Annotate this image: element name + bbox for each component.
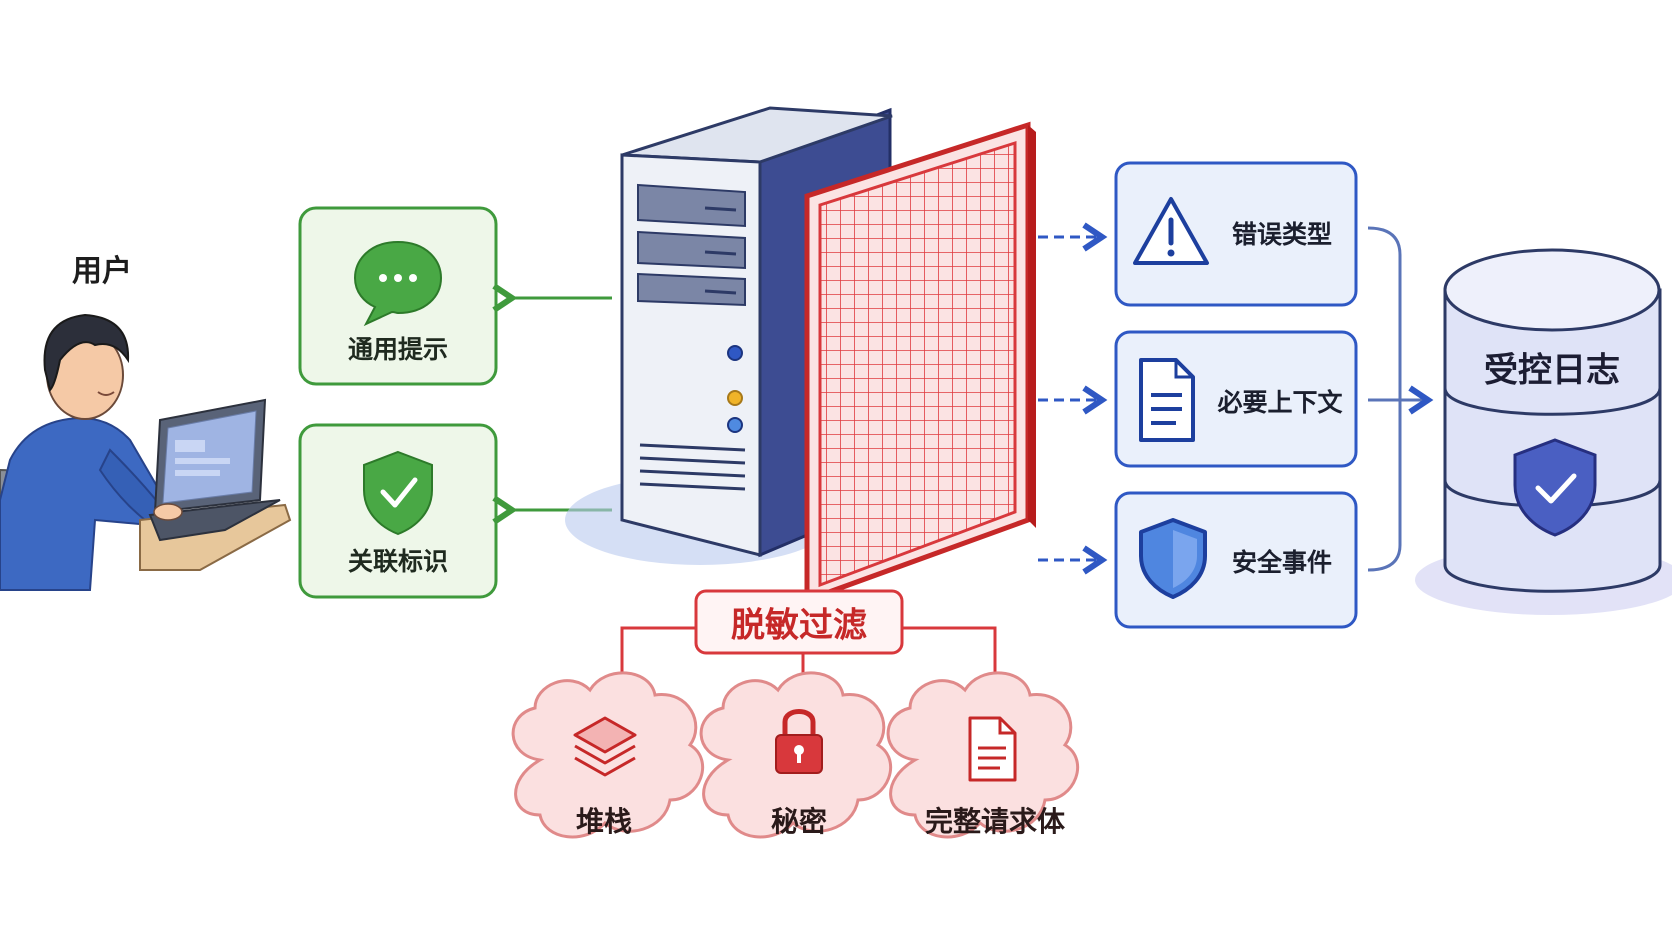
- log-box-context: [1114, 330, 1358, 468]
- log-label-security-event: 安全事件: [1231, 548, 1333, 577]
- output-box-correlation-id: [298, 423, 498, 599]
- user-figure: [0, 313, 292, 591]
- firewall-grid-icon: [804, 121, 1036, 604]
- output-label-generic-hint: 通用提示: [347, 335, 449, 364]
- shield-icon: [1139, 518, 1207, 599]
- lock-icon: [775, 709, 823, 774]
- chat-bubble-icon: [353, 240, 443, 327]
- log-box-security-event: [1114, 491, 1358, 629]
- filtered-label-secret: 秘密: [770, 805, 828, 838]
- output-label-correlation-id: 关联标识: [347, 547, 449, 576]
- cloud-secret: [699, 671, 893, 839]
- cloud-stack: [511, 671, 705, 839]
- log-box-error-type: [1114, 161, 1358, 307]
- merge-bracket: [1367, 226, 1434, 572]
- user-label: 用户: [72, 254, 132, 289]
- database-shield-icon: [1415, 248, 1672, 615]
- filtered-label-stack: 堆栈: [575, 805, 633, 838]
- log-label-context: 必要上下文: [1217, 388, 1343, 417]
- log-store-label: 受控日志: [1484, 350, 1620, 391]
- filter-label-box: [694, 589, 904, 655]
- layers-icon: [573, 716, 637, 777]
- log-label-error-type: 错误类型: [1231, 220, 1333, 249]
- filtered-label-request-body: 完整请求体: [924, 805, 1066, 838]
- document-icon: [1139, 358, 1195, 442]
- document-icon: [968, 716, 1017, 782]
- cloud-full-request-body: [886, 671, 1080, 839]
- warning-icon: [1133, 197, 1209, 265]
- filter-label: 脱敏过滤: [731, 605, 867, 646]
- shield-check-icon: [363, 450, 433, 536]
